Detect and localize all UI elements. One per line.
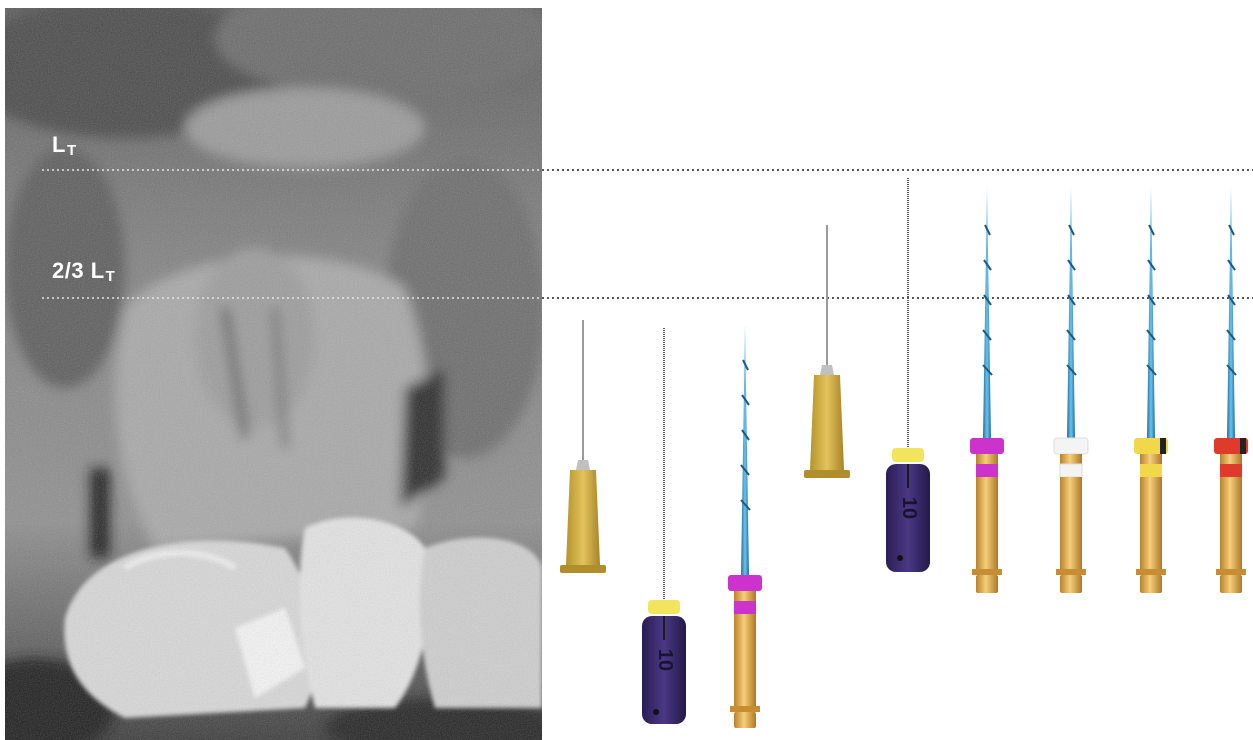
rotary-file-yellow — [1134, 188, 1168, 593]
rotary-file-white — [1054, 188, 1088, 593]
irrigation-needle-short — [560, 320, 606, 573]
rotary-file-magenta-long — [970, 188, 1004, 593]
rotary-file-red — [1214, 188, 1248, 593]
irrigation-needle-long — [804, 225, 850, 478]
rotary-file-magenta-short — [728, 325, 762, 728]
hand-file-short: 10 — [642, 328, 686, 724]
hand-file-short-size: 10 — [654, 649, 676, 671]
hand-file-long-size: 10 — [898, 497, 920, 519]
hand-file-long: 10 — [886, 178, 930, 572]
